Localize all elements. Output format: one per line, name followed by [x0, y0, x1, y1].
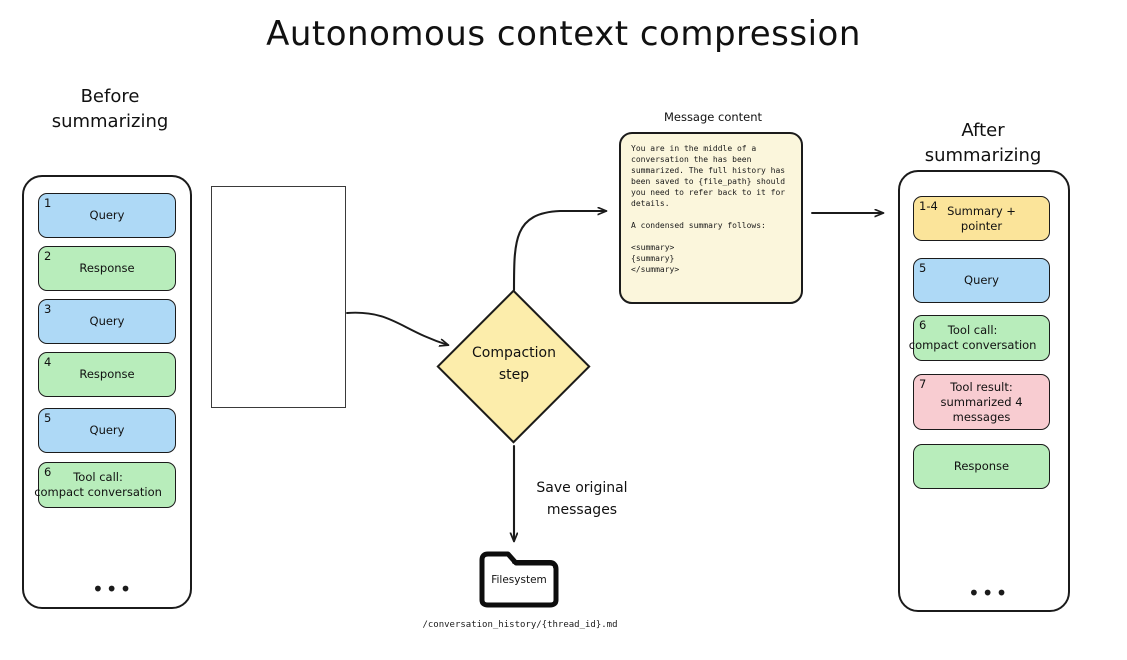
message-number: 1 [44, 196, 52, 210]
file-path-caption: /conversation_history/{thread_id}.md [422, 620, 618, 630]
grouping-rectangle [211, 186, 346, 408]
before-message-5[interactable]: 5 Query [38, 408, 176, 453]
folder-icon [479, 551, 559, 608]
before-heading-line1: Before [80, 86, 140, 107]
message-label: Summary + pointer [947, 203, 1016, 233]
before-message-6[interactable]: 6 Tool call: compact conversation [34, 462, 176, 508]
after-column-heading: After summarizing [893, 118, 1073, 168]
message-number: 5 [44, 411, 52, 425]
after-message-summary[interactable]: 1-4 Summary + pointer [913, 196, 1050, 241]
message-label: Response [79, 367, 135, 381]
filesystem-node[interactable]: Filesystem [478, 550, 560, 608]
before-message-3[interactable]: 3 Query [38, 299, 176, 344]
message-number: 4 [44, 355, 52, 369]
save-original-messages-label: Save original messages [512, 477, 652, 521]
message-label: Tool call: compact conversation [908, 323, 1037, 352]
after-ellipsis: ••• [968, 581, 1010, 605]
save-label-line1: Save original [536, 480, 628, 496]
message-label: Response [79, 261, 135, 275]
message-label: Tool call: compact conversation [34, 470, 162, 499]
message-label: Query [89, 314, 125, 328]
compaction-step-label: Compaction step [437, 342, 591, 386]
message-label: Tool result: summarized 4 messages [940, 379, 1023, 424]
message-number: 3 [44, 302, 52, 316]
message-content-heading: Message content [663, 110, 763, 124]
after-message-response[interactable]: Response [913, 444, 1050, 489]
message-content-body: You are in the middle of a conversation … [631, 144, 786, 274]
message-label: Query [89, 208, 125, 222]
after-heading-line2: summarizing [924, 145, 1042, 166]
message-label: Response [953, 459, 1010, 473]
message-number: 2 [44, 249, 52, 263]
message-number: 6 [44, 465, 52, 479]
before-column-heading: Before summarizing [20, 84, 200, 134]
before-message-4[interactable]: 4 Response [38, 352, 176, 397]
message-number: 6 [919, 318, 927, 332]
arrow-rect-to-compaction [346, 311, 448, 345]
save-label-line2: messages [546, 502, 618, 518]
page-title: Autonomous context compression [266, 14, 861, 54]
message-number: 7 [919, 377, 927, 391]
message-content-box: You are in the middle of a conversation … [619, 132, 803, 304]
message-number: 1-4 [919, 199, 938, 213]
after-message-6[interactable]: 6 Tool call: compact conversation [909, 315, 1050, 361]
after-message-5[interactable]: 5 Query [913, 258, 1050, 303]
before-ellipsis: ••• [92, 577, 134, 601]
compaction-label-line2: step [498, 367, 530, 383]
message-label: Query [964, 273, 999, 287]
after-message-7[interactable]: 7 Tool result: summarized 4 messages [913, 374, 1050, 430]
compaction-label-line1: Compaction [472, 345, 556, 361]
filesystem-label: Filesystem [491, 574, 547, 586]
message-label: Query [89, 423, 125, 437]
before-message-2[interactable]: 2 Response [38, 246, 176, 291]
message-number: 5 [919, 261, 927, 275]
after-heading-line1: After [961, 120, 1005, 141]
arrow-compaction-to-message-content [512, 211, 606, 292]
before-message-1[interactable]: 1 Query [38, 193, 176, 238]
before-heading-line2: summarizing [51, 111, 169, 132]
compaction-step-node[interactable]: Compaction step [436, 289, 591, 444]
